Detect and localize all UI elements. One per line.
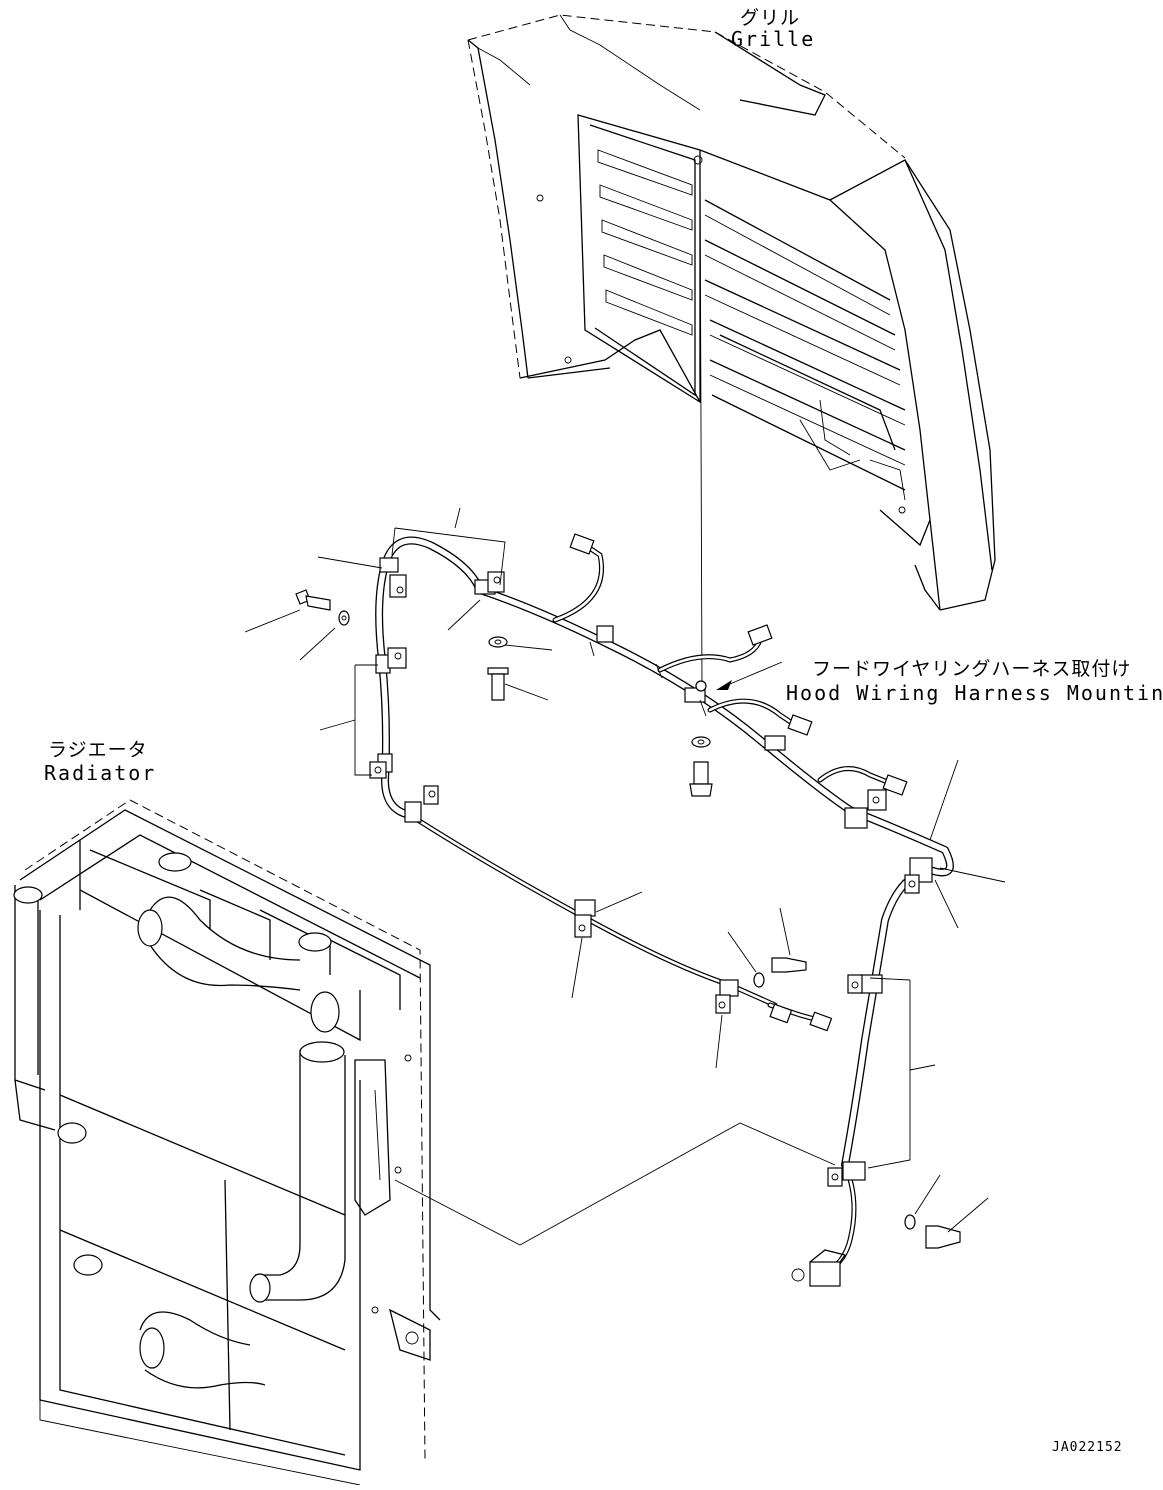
mounting-arrow-icon bbox=[716, 680, 732, 690]
radiator-leader-line bbox=[394, 1122, 836, 1246]
radiator-label-jp: ラジエータ bbox=[48, 739, 148, 761]
grille-drawing bbox=[467, 14, 996, 611]
callout-leaders bbox=[244, 507, 1006, 1233]
drawing-code: JA022152 bbox=[1052, 1440, 1123, 1455]
mounting-label-en: Hood Wiring Harness Mounting bbox=[786, 681, 1163, 705]
mounting-label-jp: フードワイヤリングハーネス取付け bbox=[812, 658, 1132, 680]
grille-label-en: Grille bbox=[731, 27, 816, 51]
wiring-harness bbox=[369, 533, 954, 1287]
radiator-label-en: Radiator bbox=[44, 761, 157, 785]
radiator-drawing bbox=[13, 799, 441, 1486]
grille-leader-line bbox=[699, 164, 703, 691]
fasteners bbox=[295, 589, 961, 1249]
grille-label-jp: グリル bbox=[740, 7, 801, 29]
